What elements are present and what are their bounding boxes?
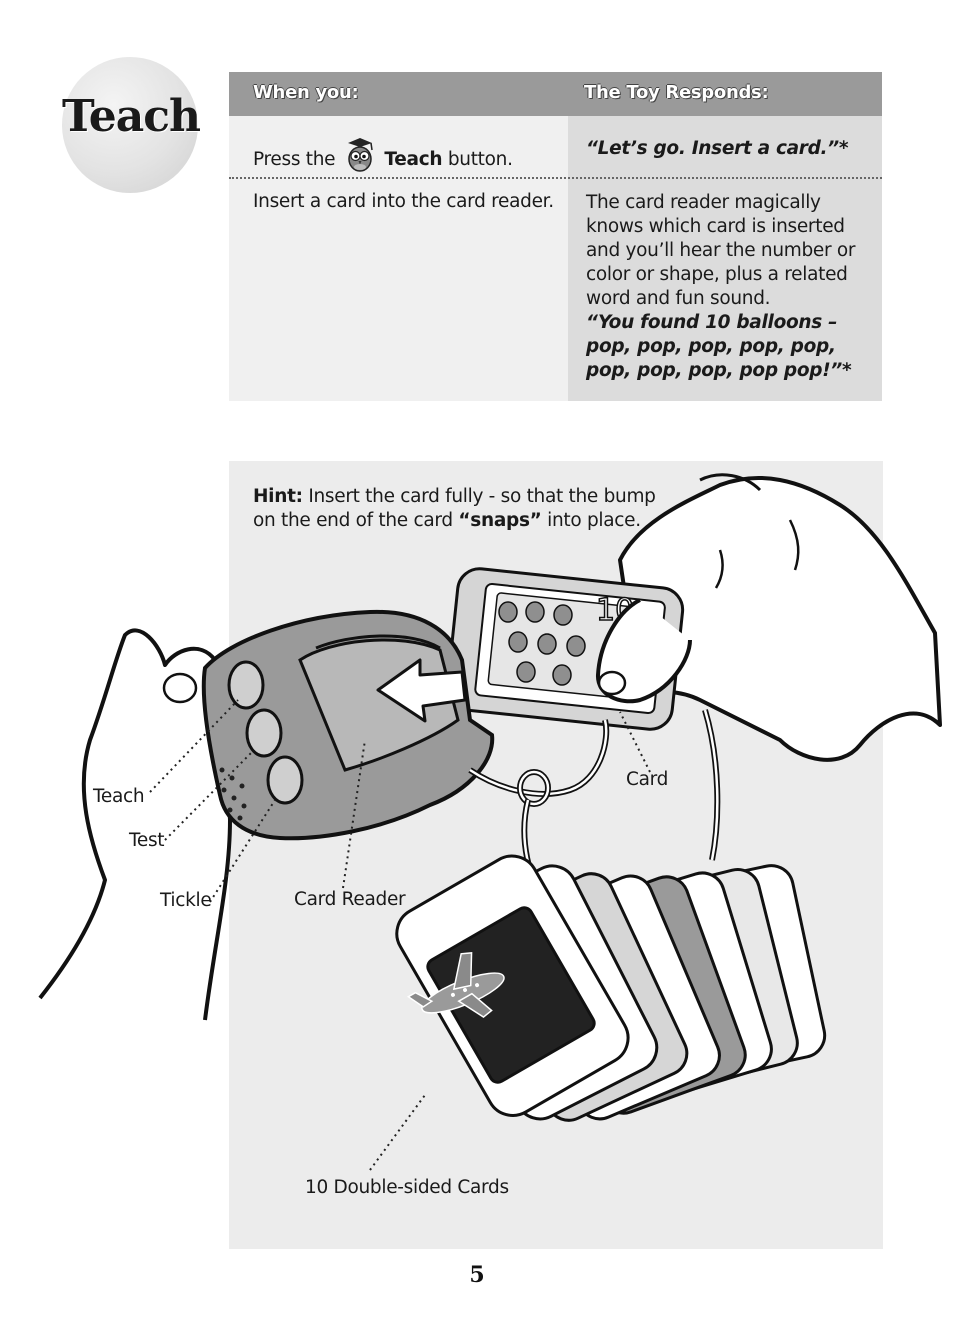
table-header: When you: The Toy Responds: [229,72,882,116]
response-quote-line: pop, pop, pop, pop, pop, [586,336,836,357]
label-tickle: Tickle [160,890,212,911]
label-test: Test [129,830,165,851]
response-line: and you’ll hear the number or [586,240,856,261]
owl-teach-icon [347,138,373,172]
response-line: knows which card is inserted [586,216,845,237]
row1-response: “Let’s go. Insert a card.”* [586,138,849,159]
label-teach: Teach [93,786,145,807]
tickle-button-icon [266,755,304,805]
label-cards: 10 Double-sided Cards [305,1177,509,1198]
instruction-table: When you: The Toy Responds: Press the Te… [229,72,882,401]
response-quote-line: pop, pop, pop, pop pop!”* [586,360,852,381]
left-hand [38,628,232,1021]
response-line: word and fun sound. [586,288,771,309]
toy-device [201,609,495,841]
row2-response: The card reader magically knows which ca… [586,191,871,383]
response-quote-line: “You found 10 balloons – [586,312,838,333]
response-column-bg [568,116,882,401]
response-line: The card reader magically [586,192,821,213]
teach-button-icon [227,660,265,710]
row2-action: Insert a card into the card reader. [253,191,554,212]
header-toy-responds: The Toy Responds: [584,82,769,103]
response-line: color or shape, plus a related [586,264,848,285]
card-stack [395,854,827,1122]
row-divider [229,177,882,179]
page-number: 5 [469,1262,485,1288]
row1-action: Press the Teach button. [253,137,513,173]
right-hand [618,475,942,762]
header-when-you: When you: [253,82,359,103]
test-button-icon [245,708,283,758]
hint-text: Hint: Insert the card fully - so that th… [253,486,656,531]
label-card-reader: Card Reader [294,889,406,910]
airplane-icon [406,952,505,1018]
teach-badge: Teach [62,57,201,193]
section-title: Teach [62,91,201,142]
label-card: Card [626,769,669,790]
